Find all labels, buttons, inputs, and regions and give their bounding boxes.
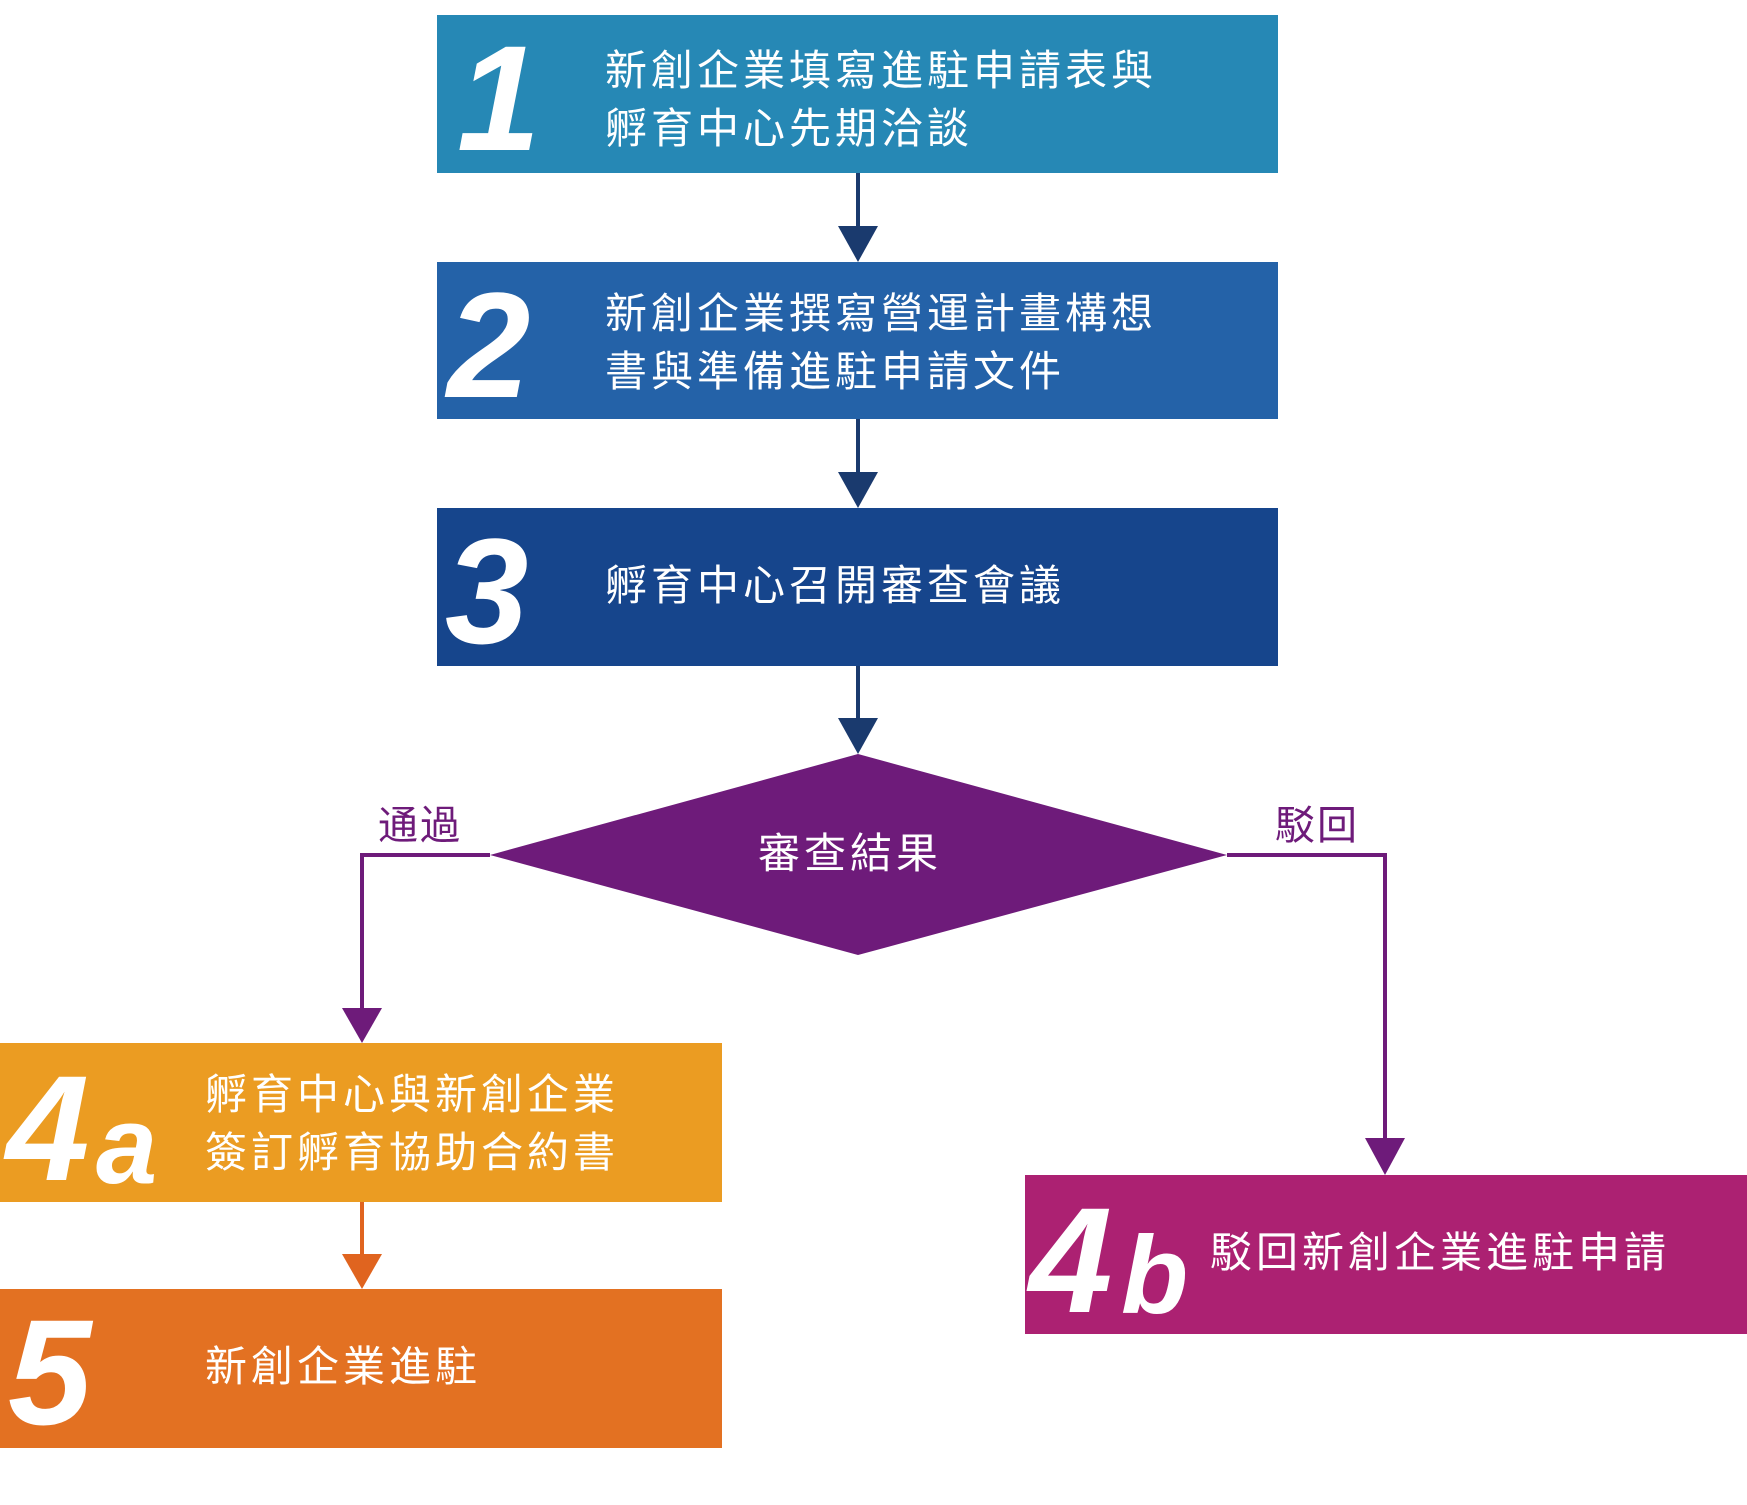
step-4b-number: 4 xyxy=(1029,1176,1113,1344)
step-3-box: 3 孵育中心召開審查會議 xyxy=(437,508,1278,666)
step-4a-number: 4 xyxy=(6,1044,90,1212)
step-4b-box: 4 b 駁回新創企業進駐申請 xyxy=(1025,1175,1747,1344)
arrow-3-decision-head xyxy=(838,718,878,754)
step-5-box: 5 新創企業進駐 xyxy=(0,1289,722,1448)
step-4a-text-line-1: 孵育中心與新創企業 xyxy=(205,1070,620,1119)
step-1-number: 1 xyxy=(457,14,541,182)
step-5-text-line-1: 新創企業進駐 xyxy=(205,1342,482,1391)
step-2-text-line-2: 書與準備進駐申請文件 xyxy=(605,347,1066,396)
decision-label: 審查結果 xyxy=(758,829,943,878)
pass-branch-line xyxy=(360,853,490,1010)
decision-diamond xyxy=(490,754,1227,955)
step-2-number: 2 xyxy=(447,261,531,429)
step-1-text-line-2: 孵育中心先期洽談 xyxy=(605,104,974,153)
arrow-1-2-head xyxy=(838,226,878,262)
step-4b-suffix: b xyxy=(1121,1214,1189,1337)
arrow-2-3-head xyxy=(838,472,878,508)
step-5-number: 5 xyxy=(8,1288,92,1456)
step-1-text-line-1: 新創企業填寫進駐申請表與 xyxy=(605,46,1158,95)
step-2-text-line-1: 新創企業撰寫營運計畫構想 xyxy=(605,289,1158,338)
step-4b-text-line-1: 駁回新創企業進駐申請 xyxy=(1210,1228,1671,1277)
step-3-text-line-1: 孵育中心召開審查會議 xyxy=(605,561,1066,610)
arrow-4a-5-head xyxy=(342,1254,382,1289)
step-4a-suffix: a xyxy=(96,1084,158,1207)
reject-branch-line xyxy=(1227,853,1387,1140)
step-4a-box: 4 a 孵育中心與新創企業 簽訂孵育協助合約書 xyxy=(0,1043,722,1212)
reject-branch-head xyxy=(1365,1138,1405,1175)
pass-branch-head xyxy=(342,1008,382,1043)
reject-label: 駁回 xyxy=(1275,803,1359,849)
step-4a-text-line-2: 簽訂孵育協助合約書 xyxy=(205,1128,620,1177)
pass-label: 通過 xyxy=(378,803,462,849)
step-1-box: 1 新創企業填寫進駐申請表與 孵育中心先期洽談 xyxy=(437,15,1278,173)
step-3-number: 3 xyxy=(445,507,529,675)
step-2-box: 2 新創企業撰寫營運計畫構想 書與準備進駐申請文件 xyxy=(437,261,1278,429)
